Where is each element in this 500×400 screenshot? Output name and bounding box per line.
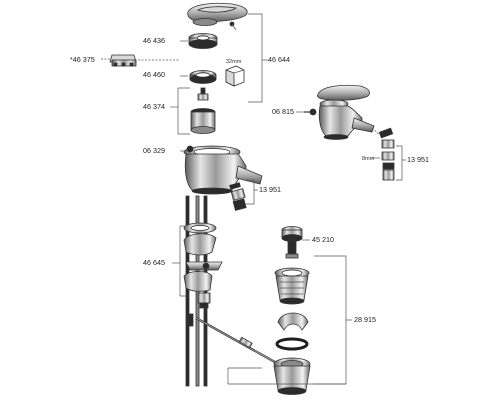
pull-rod <box>187 313 283 367</box>
mixer-variant <box>304 84 375 140</box>
cartridge-cap <box>188 33 218 49</box>
label-28915: 28 915 <box>354 315 376 324</box>
wrench-tool <box>225 65 245 87</box>
label-13951: 13 951 <box>259 185 281 194</box>
mixer-body <box>183 145 263 195</box>
label-46644: 46 644 <box>268 55 290 64</box>
drain-gasket <box>275 337 309 351</box>
cartridge <box>190 87 216 134</box>
label-32mm: 32mm <box>226 59 242 65</box>
aerator <box>229 182 247 211</box>
label-46374: 46 374 <box>143 102 165 111</box>
label-06329: 06 329 <box>143 146 165 155</box>
label-46375: *46 375 <box>70 55 95 64</box>
aerator-variant <box>378 127 395 181</box>
label-8mm: 8mm <box>362 156 375 162</box>
drain-trap-body <box>273 357 311 395</box>
lever-kit <box>183 222 223 309</box>
label-13951-right: 13 951 <box>407 155 429 164</box>
label-46460: 46 460 <box>143 70 165 79</box>
retaining-ring <box>189 70 217 84</box>
lever-handle <box>187 2 248 31</box>
label-46645: 46 645 <box>143 258 165 267</box>
drain-seal <box>277 312 309 331</box>
label-06815: 06 815 <box>272 107 294 116</box>
alt-fitting <box>109 54 137 67</box>
label-46436: 46 436 <box>143 36 165 45</box>
label-45210: 45 210 <box>312 235 334 244</box>
drain-body <box>274 267 310 305</box>
pop-up-head <box>281 226 303 259</box>
